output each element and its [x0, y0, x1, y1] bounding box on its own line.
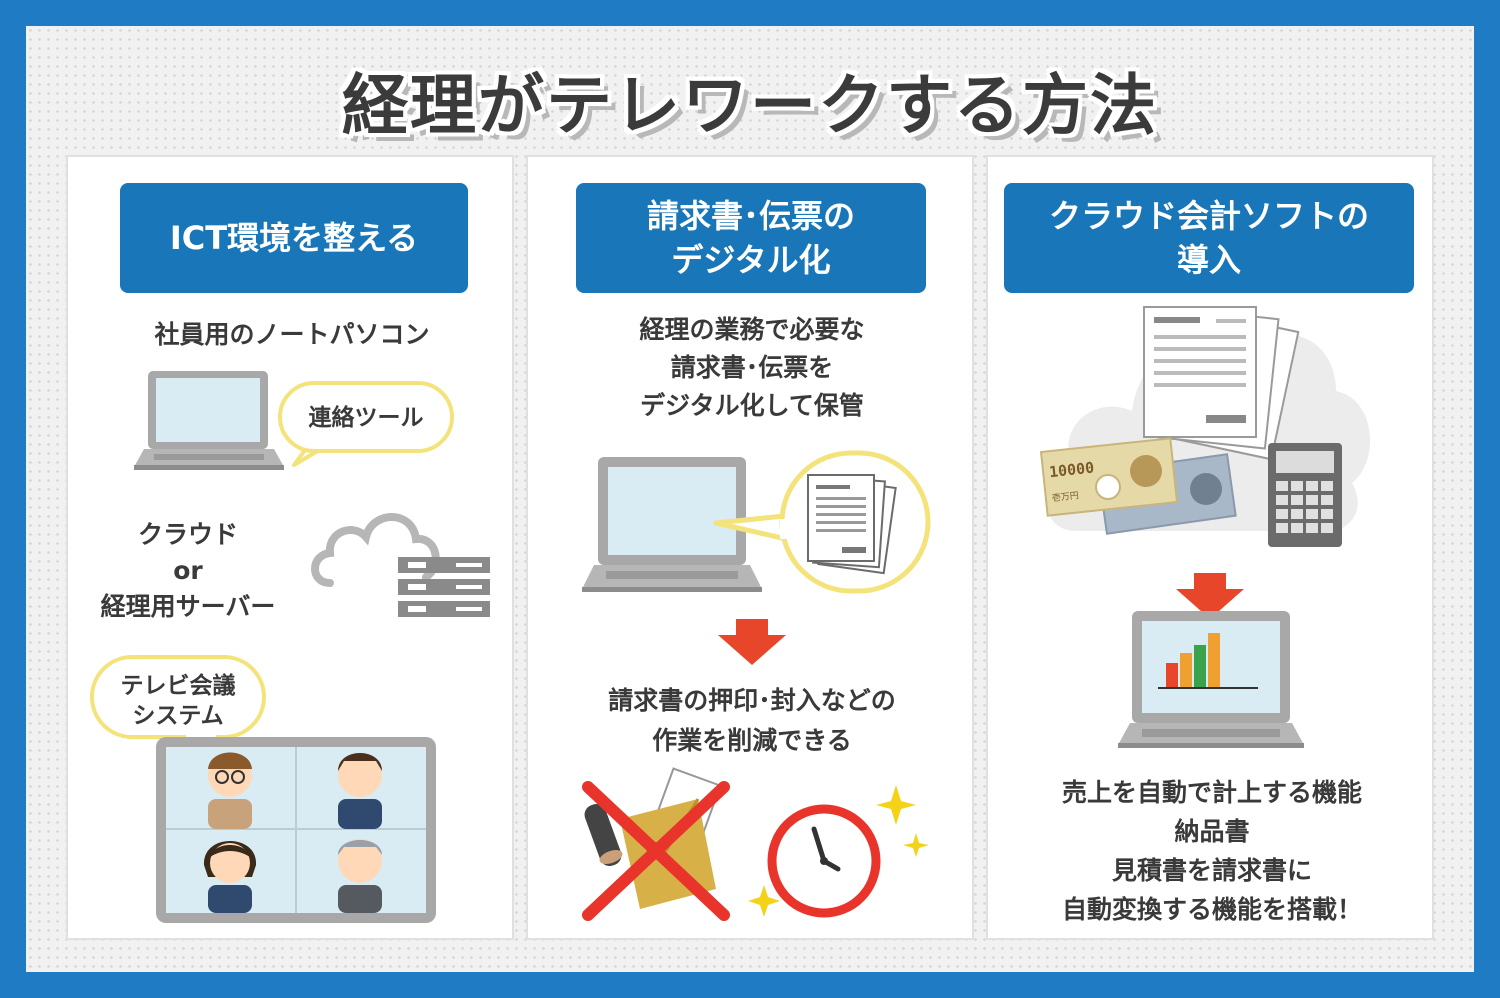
bubble-meeting-line: テレビ会議 — [120, 673, 236, 699]
cloud-icon: 10000 壱万円 — [1039, 306, 1371, 547]
person-avatar — [338, 753, 382, 829]
document-icon — [807, 474, 897, 575]
laptop-chart-icon — [1118, 611, 1304, 748]
heading-cloud-accounting: クラウド会計ソフトの 導入 — [1004, 183, 1414, 293]
heading-digitization: 請求書･伝票の デジタル化 — [576, 183, 926, 293]
server-caption: クラウド or 経理用サーバー — [88, 517, 288, 625]
laptop-icon — [582, 457, 762, 592]
panel-digitization: 請求書･伝票の デジタル化 経理の業務で必要な 請求書･伝票を デジタル化して保… — [526, 155, 974, 940]
description-line: 請求書･伝票を — [670, 353, 834, 382]
laptop-icon — [134, 371, 284, 470]
feature-list: 売上を自動で計上する機能 納品書 見積書を請求書に 自動変換する機能を搭載！ — [988, 773, 1436, 929]
banknote-sublabel: 壱万円 — [1051, 489, 1079, 504]
document-icon — [1143, 306, 1300, 461]
heading-line: 導入 — [1176, 241, 1241, 279]
heading-line: ICT環境を整える — [169, 219, 419, 257]
result-line: 作業を削減できる — [652, 726, 852, 755]
bubble-meeting-text: テレビ会議 システム — [92, 671, 264, 731]
server-caption-line: or — [173, 556, 203, 585]
arrow-down-icon — [1176, 573, 1244, 619]
page-title: 経理がテレワークする方法 — [342, 67, 1158, 144]
digitization-description: 経理の業務で必要な 請求書･伝票を デジタル化して保管 — [528, 311, 976, 425]
stamp-cross-icon — [582, 767, 730, 921]
digitization-result: 請求書の押印･封入などの 作業を削減できる — [528, 681, 976, 761]
heading-line: デジタル化 — [671, 241, 831, 279]
laptop-caption: 社員用のノートパソコン — [154, 320, 430, 349]
bubble-tool-text: 連絡ツール — [308, 405, 424, 431]
sparkle-icon — [748, 885, 780, 917]
feature-line: 納品書 — [1174, 817, 1250, 846]
banknote-label: 10000 — [1048, 459, 1095, 482]
feature-line: 見積書を請求書に — [1111, 856, 1312, 885]
calculator-icon — [1268, 443, 1342, 547]
bubble-meeting-line: システム — [132, 703, 224, 729]
document-bubble — [713, 450, 931, 594]
description-line: 経理の業務で必要な — [639, 315, 865, 344]
clock-icon — [748, 785, 929, 918]
arrow-down-icon — [718, 619, 786, 665]
sparkle-icon — [876, 785, 916, 825]
description-line: デジタル化して保管 — [640, 391, 864, 420]
result-line: 請求書の押印･封入などの — [608, 686, 896, 715]
heading-line: クラウド会計ソフトの — [1048, 197, 1369, 235]
banknote-icon: 10000 壱万円 — [1039, 437, 1237, 535]
server-caption-line: 経理用サーバー — [100, 592, 276, 621]
panel-ict: ICT環境を整える 社員用のノートパソコン 連絡ツール クラウド or 経理用サ… — [66, 155, 514, 940]
sparkle-icon — [903, 833, 929, 857]
speech-bubble — [278, 381, 454, 467]
heading-ict: ICT環境を整える — [120, 183, 468, 293]
heading-line: 請求書･伝票の — [646, 197, 855, 235]
server-icon — [398, 557, 490, 617]
person-avatar — [203, 841, 257, 913]
video-conference-icon — [156, 737, 436, 923]
person-avatar — [208, 752, 252, 829]
panel-cloud-accounting: クラウド会計ソフトの 導入 10000 壱万円 — [986, 155, 1434, 940]
person-avatar — [338, 839, 382, 913]
feature-line: 自動変換する機能を搭載！ — [1061, 895, 1362, 924]
feature-line: 売上を自動で計上する機能 — [1061, 778, 1362, 807]
server-caption-line: クラウド — [137, 520, 238, 549]
